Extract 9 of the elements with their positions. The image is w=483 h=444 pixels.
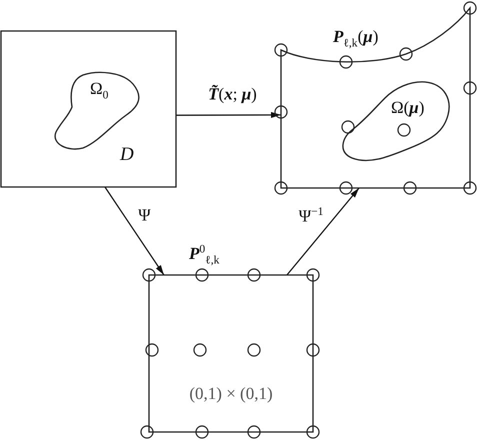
region-label: Ω(μ)	[391, 99, 424, 116]
domain-box	[1, 31, 176, 187]
region-label: Ω$_{0}$	[90, 80, 108, 97]
region-label: (0,1) × (0,1)	[188, 385, 274, 402]
arrow	[104, 186, 164, 276]
arrow	[286, 188, 360, 276]
edge-label: T̃(x; μ)	[206, 84, 259, 104]
arrow	[176, 112, 281, 118]
domain-label: D	[120, 145, 134, 164]
